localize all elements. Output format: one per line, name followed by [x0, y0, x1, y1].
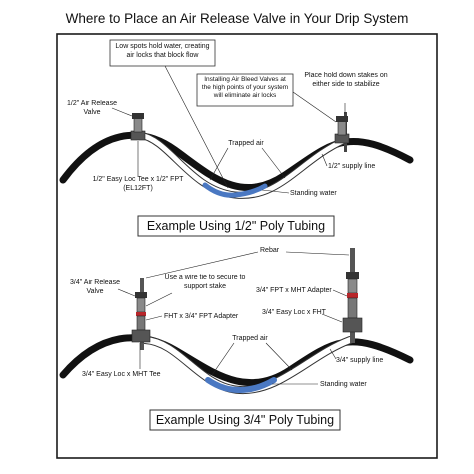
label-supply-line-1: 1/2" supply line	[328, 163, 375, 170]
tee-fitting-1	[130, 130, 146, 141]
leader-rebar-left	[145, 251, 259, 279]
leader-air-release-valve-2	[117, 288, 136, 297]
valve-left-body	[136, 297, 146, 313]
leader-low-spots	[164, 65, 229, 189]
valve-left-cap	[135, 292, 147, 298]
outer-border	[56, 33, 438, 459]
tee-fitting-1b	[334, 133, 350, 144]
panel-half-inch: Low spots hold water, creating air locks…	[59, 39, 414, 237]
panel-three-quarter-inch: Rebar 3/4" Air Release Valve Use a wire …	[59, 247, 414, 431]
tee-fitting-2b	[342, 317, 363, 333]
callout-bleed-valves: Installing Air Bleed Valves at the high …	[201, 76, 289, 99]
label-wire-tie: Use a wire tie to secure to support stak…	[164, 274, 246, 290]
leader-supply-line-2	[329, 348, 337, 360]
label-standing-water-1: Standing water	[290, 190, 337, 197]
caption-box-2	[149, 409, 341, 431]
label-trapped-air-1: Trapped air	[228, 140, 264, 147]
label-easy-loc-fht: 3/4" Easy Loc x FHT	[262, 309, 327, 316]
callout-bleed-valves-box	[196, 73, 294, 107]
leader-supply-line-1	[321, 153, 328, 167]
leader-trapped-air-1a	[209, 147, 229, 181]
label-air-release-valve-2: 3/4" Air Release Valve	[70, 279, 120, 295]
valve-right-body	[347, 278, 358, 294]
leader-fht-adapter	[145, 315, 163, 321]
valve-left-adapter	[136, 315, 146, 331]
air-release-valve-1-body	[133, 117, 143, 133]
label-air-release-valve-1: 1/2" Air Release Valve	[67, 100, 117, 116]
leader-easy-loc-fht	[321, 313, 343, 323]
label-standing-water-2: Standing water	[320, 381, 367, 388]
label-trapped-air-2: Trapped air	[232, 335, 268, 342]
callout-low-spots-box	[109, 39, 216, 67]
leader-trapped-air-2a	[211, 342, 235, 376]
standing-water-2	[205, 377, 277, 394]
caption-three-quarter-inch: Example Using 3/4" Poly Tubing	[156, 413, 334, 427]
leader-rebar-right	[285, 251, 350, 256]
label-fht-adapter: FHT x 3/4" FPT Adapter	[164, 313, 239, 320]
leader-trapped-air-2b	[265, 342, 293, 371]
valve-right-adapter	[347, 297, 358, 319]
leader-bleed-valves	[292, 91, 337, 123]
label-fpt-adapter: 3/4" FPT x MHT Adapter	[256, 287, 332, 294]
leader-standing-water-1	[261, 189, 290, 194]
standing-water-1	[202, 182, 268, 198]
callout-low-spots: Low spots hold water, creating air locks…	[115, 43, 210, 59]
label-supply-line-2: 3/4" supply line	[336, 357, 383, 364]
air-release-valve-1b-cap	[336, 116, 348, 122]
valve-left-red-band	[136, 312, 146, 316]
caption-half-inch: Example Using 1/2" Poly Tubing	[147, 219, 325, 233]
valve-right-red-band	[347, 293, 358, 298]
valve-right-cap	[346, 272, 359, 279]
leader-wire-tie	[145, 292, 173, 307]
leader-fpt-adapter	[332, 289, 348, 297]
air-release-valve-1b-body	[337, 120, 347, 136]
label-stakes: Place hold down stakes on either side to…	[304, 72, 388, 88]
leader-air-release-valve-1	[111, 107, 133, 117]
air-release-valve-1-cap	[132, 113, 144, 119]
tee-fitting-2	[131, 329, 151, 343]
label-tee-2: 3/4" Easy Loc x MHT Tee	[82, 371, 161, 378]
caption-box-1	[137, 215, 335, 237]
label-rebar: Rebar	[260, 247, 280, 254]
diagram-title: Where to Place an Air Release Valve in Y…	[66, 11, 409, 26]
label-tee-1: 1/2" Easy Loc Tee x 1/2" FPT (EL12FT)	[92, 176, 184, 193]
leader-trapped-air-1b	[261, 147, 286, 179]
